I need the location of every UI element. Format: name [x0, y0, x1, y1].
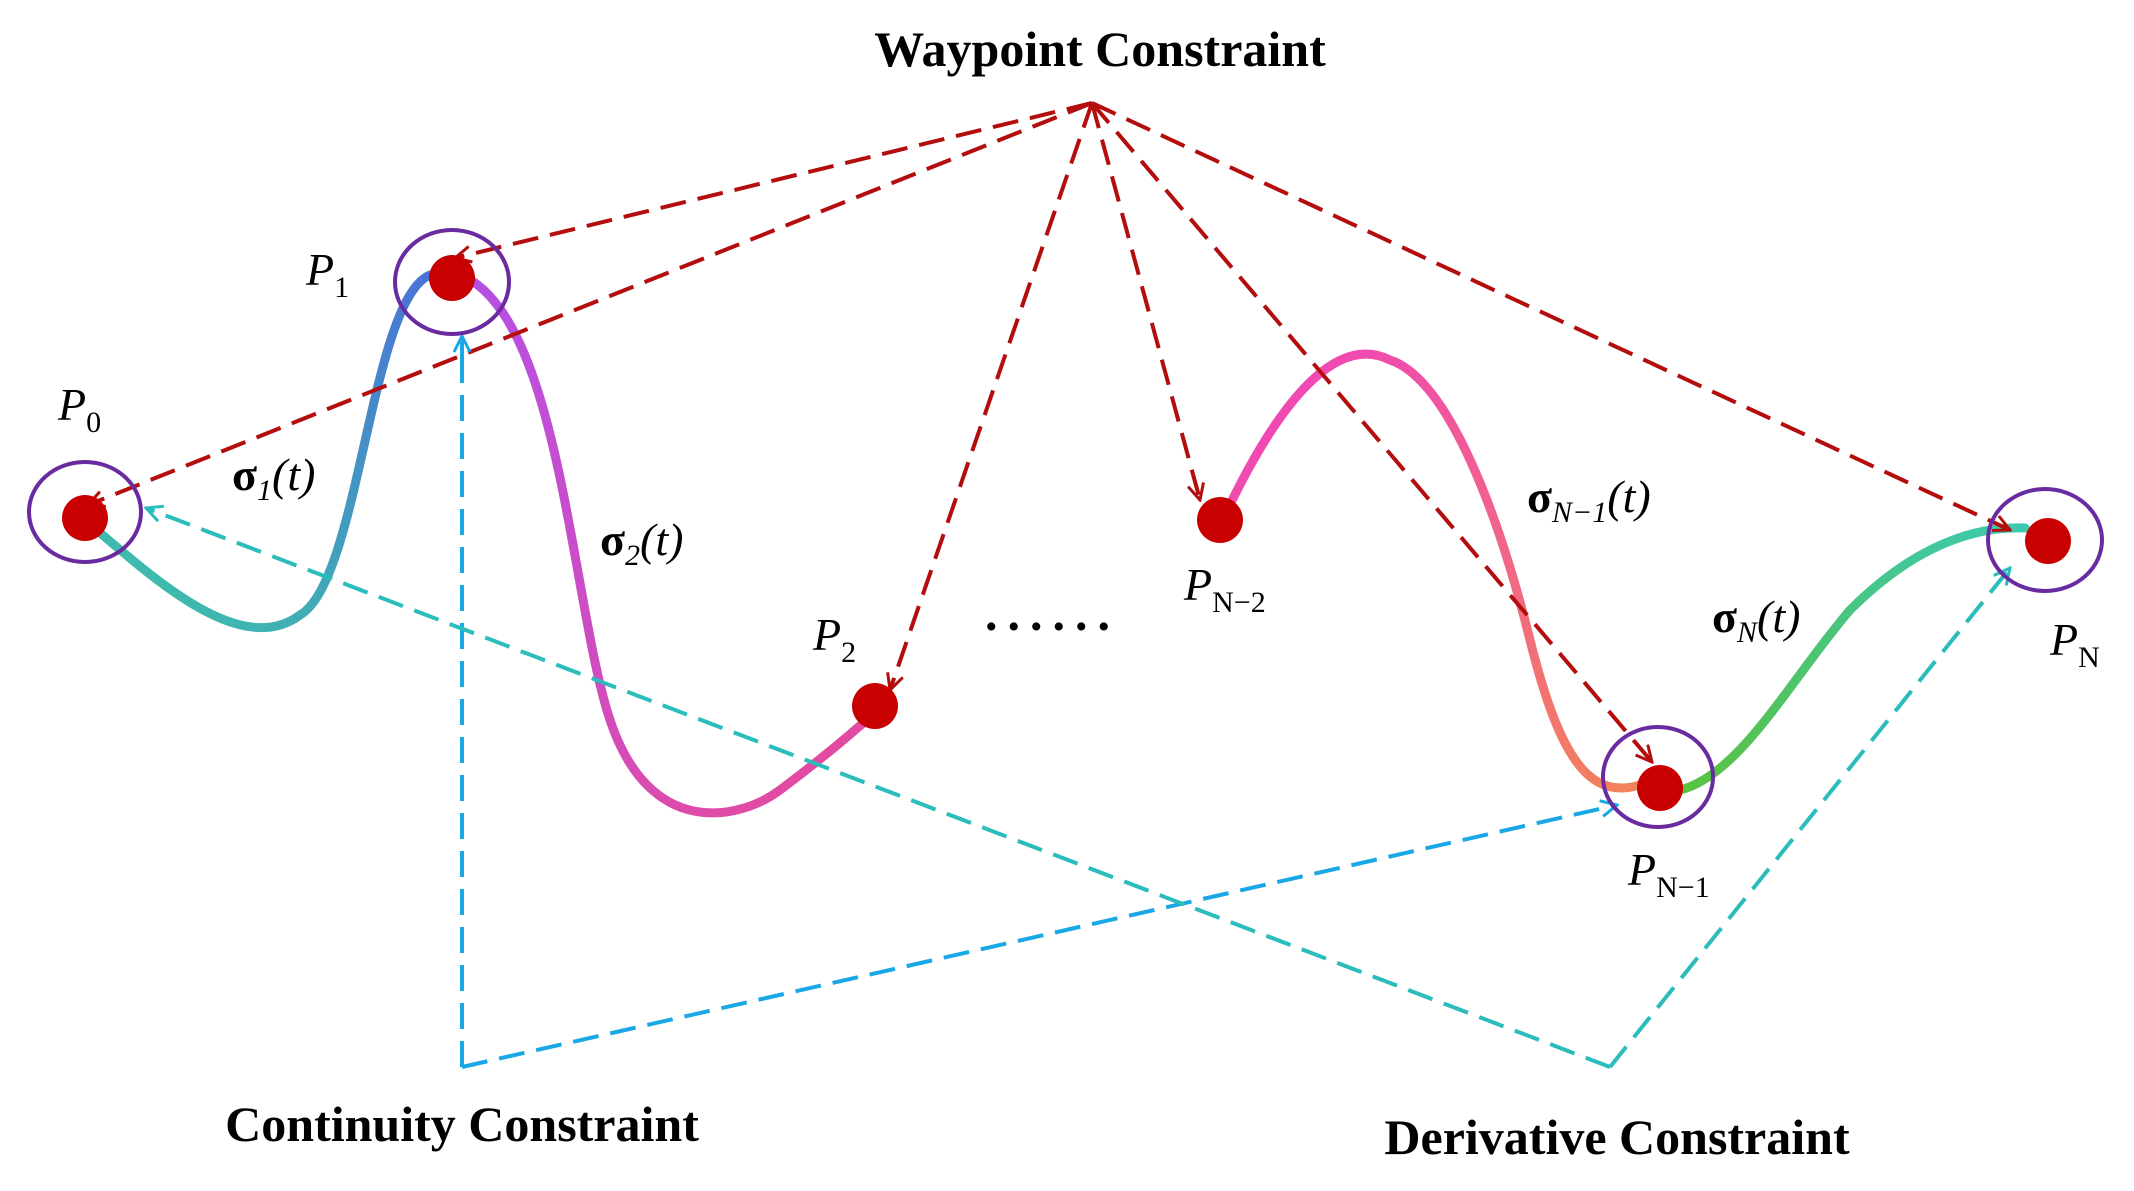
label-sigma-n1-sym: σ: [1527, 471, 1552, 522]
label-p0-sub: 0: [86, 406, 101, 439]
waypoints: [62, 255, 2071, 811]
label-sigma-2: σ2(t): [600, 514, 683, 572]
waypoint-p1: [429, 255, 475, 301]
derivative-arrows: [146, 508, 2010, 1069]
label-pn-base: P: [2049, 614, 2078, 665]
label-pn2: PN−2: [1183, 559, 1266, 619]
label-pn-sub: N: [2078, 641, 2100, 674]
label-sigma-n-sym: σ: [1712, 591, 1737, 642]
label-p2: P2: [812, 609, 856, 669]
continuity-arrow-to-pn1: [461, 805, 1617, 1069]
label-pn: PN: [2049, 614, 2100, 674]
label-pn1-sub: N−1: [1656, 871, 1710, 904]
waypoint-p0: [62, 495, 108, 541]
label-p0-base: P: [57, 379, 86, 430]
waypoint-arrow-to-pn: [1091, 101, 2010, 530]
label-sigma-1: σ1(t): [232, 449, 315, 507]
label-sigma-n1-sub: N−1: [1551, 496, 1607, 529]
label-pn2-base: P: [1183, 559, 1212, 610]
ring-p0: [27, 460, 143, 564]
waypoint-p2: [852, 683, 898, 729]
waypoint-arrow-to-p1: [455, 101, 1093, 258]
label-sigma-n1: σN−1(t): [1527, 471, 1651, 529]
constraint-rings: [27, 228, 2104, 829]
ellipsis: ......: [985, 585, 1120, 641]
label-p1-sub: 1: [334, 271, 349, 304]
trajectory-segments: [80, 267, 2030, 818]
waypoint-arrow-to-p0: [88, 101, 1093, 505]
heading-derivative-constraint: Derivative Constraint: [1384, 1109, 1850, 1165]
label-pn2-sub: N−2: [1212, 586, 1266, 619]
heading-continuity-constraint: Continuity Constraint: [225, 1096, 699, 1152]
label-pn1: PN−1: [1627, 844, 1710, 904]
label-p1: P1: [305, 244, 349, 304]
segment-1-curve: [80, 270, 435, 633]
label-sigma-2-arg: (t): [640, 514, 683, 565]
waypoint-arrow-to-pn2: [1090, 102, 1200, 500]
label-p0: P0: [57, 379, 101, 439]
ring-p1: [393, 228, 511, 336]
label-sigma-1-arg: (t): [272, 449, 315, 500]
label-sigma-2-sub: 2: [625, 539, 640, 572]
label-sigma-1-sub: 1: [257, 474, 272, 507]
waypoint-arrows: [88, 101, 2010, 762]
ring-pn1: [1601, 725, 1715, 829]
label-sigma-n-arg: (t): [1757, 591, 1800, 642]
label-sigma-n: σN(t): [1712, 591, 1800, 649]
waypoint-pn1: [1637, 765, 1683, 811]
derivative-arrow-to-pn: [1608, 568, 2010, 1069]
waypoint-pn2: [1197, 497, 1243, 543]
label-sigma-1-sym: σ: [232, 449, 257, 500]
waypoint-pn: [2025, 518, 2071, 564]
segment-n-curve: [1675, 523, 2030, 795]
label-sigma-2-sym: σ: [600, 514, 625, 565]
label-pn1-base: P: [1627, 844, 1656, 895]
label-p2-sub: 2: [841, 636, 856, 669]
continuity-arrows: [461, 336, 1617, 1069]
label-sigma-n1-arg: (t): [1607, 471, 1650, 522]
waypoint-arrow-to-p2: [890, 102, 1094, 690]
segment-2-curve: [447, 267, 877, 818]
label-sigma-n-sub: N: [1736, 616, 1759, 649]
label-p2-base: P: [812, 609, 841, 660]
derivative-arrow-to-p0: [146, 508, 1611, 1069]
segment-n1-curve: [1220, 349, 1645, 793]
waypoint-arrow-to-pn1: [1090, 101, 1652, 762]
heading-waypoint-constraint: Waypoint Constraint: [874, 21, 1326, 77]
ring-pn: [1986, 487, 2104, 593]
label-p1-base: P: [305, 244, 334, 295]
